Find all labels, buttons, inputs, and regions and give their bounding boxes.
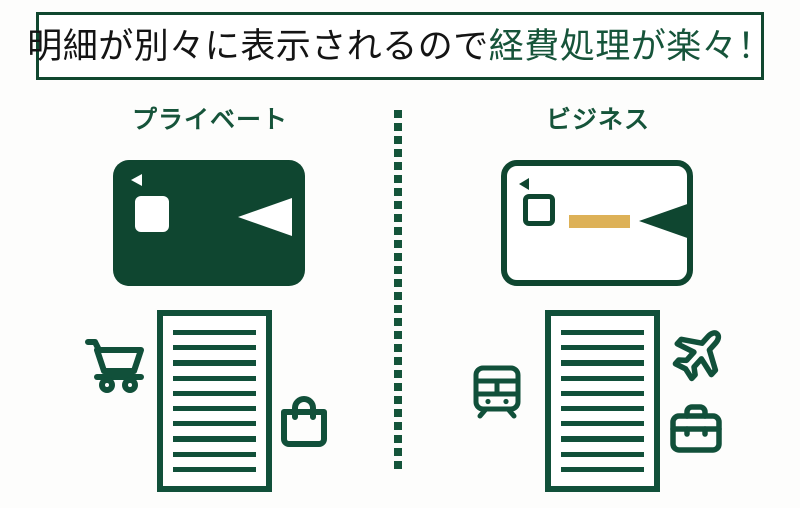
statement-line — [561, 360, 644, 366]
divider-dot — [394, 448, 402, 456]
divider-dot — [394, 175, 402, 183]
divider-dot — [394, 136, 402, 144]
divider-dot — [394, 201, 402, 209]
card-gold-stripe — [569, 215, 630, 228]
divider-dot — [394, 344, 402, 352]
statement-line — [173, 406, 256, 412]
title-banner: 明細が別々に表示されるので経費処理が楽々！ — [27, 12, 772, 80]
divider-dot — [394, 149, 402, 157]
page-title-plain: 明細が別々に表示されるので — [27, 26, 489, 66]
private-credit-card — [113, 160, 305, 286]
divider-dot — [394, 305, 402, 313]
statement-line — [561, 436, 644, 442]
divider-dot — [394, 110, 402, 118]
divider-dot — [394, 435, 402, 443]
statement-line — [561, 390, 644, 396]
business-credit-card — [501, 160, 693, 286]
divider-dot — [394, 266, 402, 274]
divider-dot — [394, 318, 402, 326]
divider-dot — [394, 123, 402, 131]
statement-line — [561, 329, 644, 336]
briefcase-icon — [668, 403, 724, 460]
statement-line — [561, 466, 644, 473]
statement-line — [173, 360, 256, 366]
card-corner-triangle-icon — [131, 174, 142, 186]
divider-dot — [394, 461, 402, 469]
column-heading-private: プライベート — [131, 106, 288, 134]
statement-line — [561, 345, 644, 351]
divider-dot — [394, 357, 402, 365]
divider-dot — [394, 227, 402, 235]
card-wedge-icon — [639, 202, 687, 240]
business-statement — [545, 310, 660, 492]
statement-line — [561, 375, 644, 381]
statement-line — [173, 375, 256, 381]
airplane-icon — [668, 323, 730, 390]
divider-dot — [394, 409, 402, 417]
divider-dot — [394, 279, 402, 287]
shopping-bag-icon — [278, 395, 330, 456]
card-chip-icon — [523, 194, 555, 226]
divider-dot — [394, 383, 402, 391]
divider-dot — [394, 422, 402, 430]
statement-line — [173, 345, 256, 351]
column-heading-business: ビジネス — [545, 106, 650, 134]
statement-line — [173, 421, 256, 427]
card-corner-triangle-icon — [519, 178, 529, 190]
statement-line — [173, 436, 256, 442]
statement-line — [173, 451, 256, 457]
statement-line — [173, 329, 256, 336]
divider-dot — [394, 292, 402, 300]
dotted-divider — [394, 110, 402, 500]
statement-line — [173, 390, 256, 396]
card-wedge-icon — [238, 198, 292, 236]
private-statement — [157, 310, 272, 492]
divider-dot — [394, 188, 402, 196]
divider-dot — [394, 370, 402, 378]
statement-line — [173, 466, 256, 473]
divider-dot — [394, 240, 402, 248]
statement-line — [561, 451, 644, 457]
divider-dot — [394, 331, 402, 339]
page-title: 明細が別々に表示されるので経費処理が楽々！ — [27, 29, 773, 64]
divider-dot — [394, 253, 402, 261]
train-icon — [470, 363, 524, 426]
divider-dot — [394, 214, 402, 222]
divider-dot — [394, 162, 402, 170]
card-chip-icon — [135, 196, 169, 232]
shopping-cart-icon — [84, 335, 146, 400]
divider-dot — [394, 396, 402, 404]
page-title-accent: 経費処理が楽々！ — [488, 26, 773, 66]
statement-line — [561, 406, 644, 412]
statement-line — [561, 421, 644, 427]
